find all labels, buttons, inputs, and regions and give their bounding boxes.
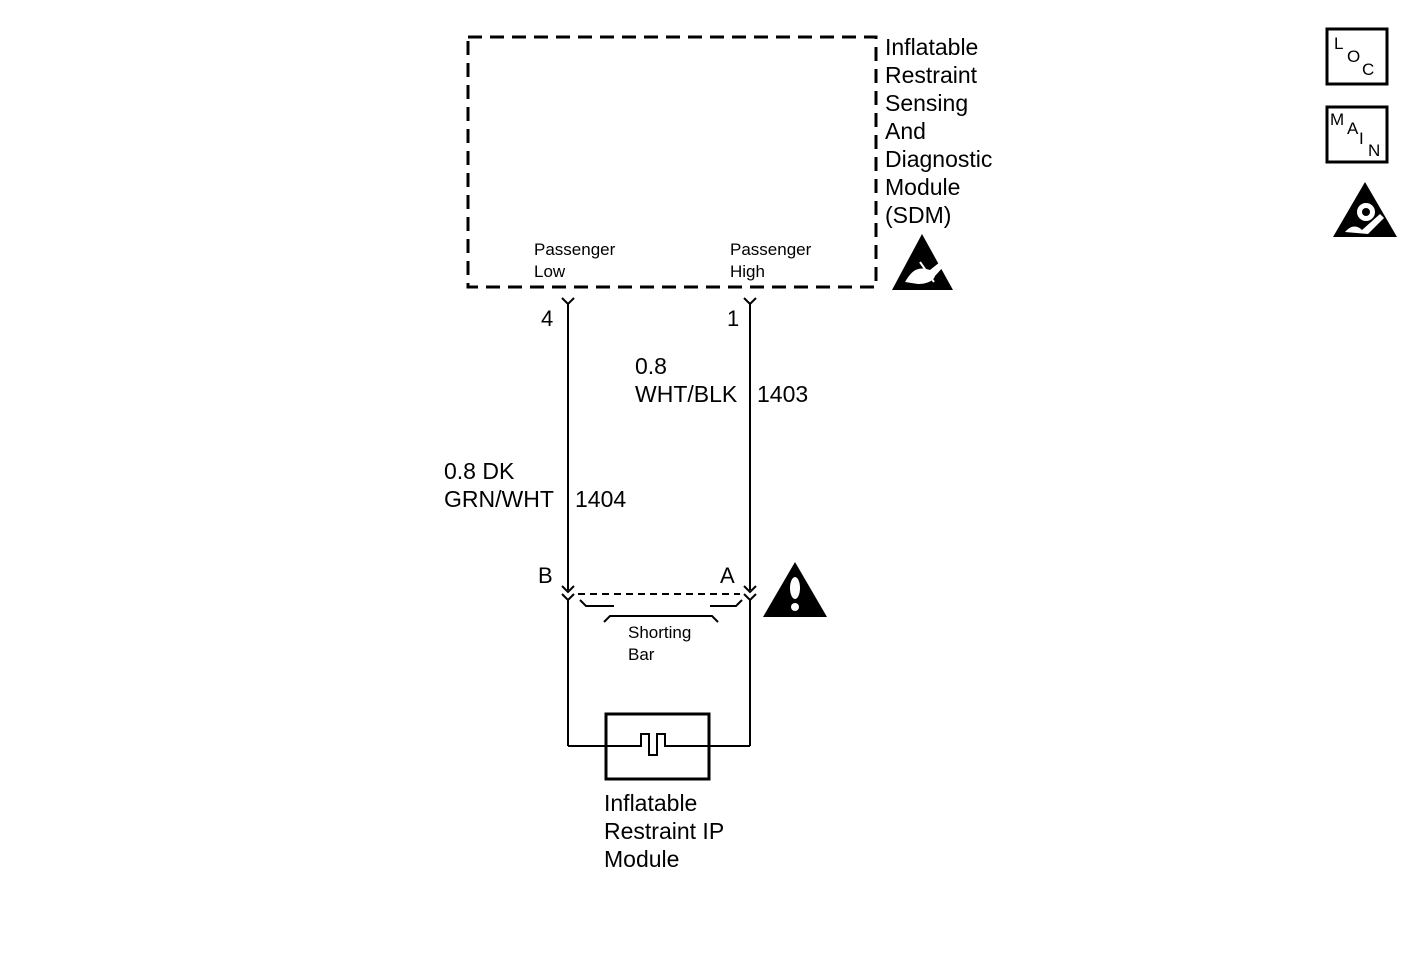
terminal-label-line: Low (534, 262, 566, 281)
pin-a: A (720, 563, 735, 588)
sdm-label-line: Inflatable (885, 34, 979, 60)
shorting-bar-label: Shorting Bar (628, 622, 691, 666)
shorting-bar-label-line: Shorting (628, 623, 692, 642)
sdm-high-terminal (743, 297, 757, 306)
shorting-bar-bracket (603, 615, 719, 623)
sdm-label-line: And (885, 118, 926, 144)
terminal-passenger-high: Passenger High (730, 239, 811, 283)
esd-sensitive-icon (892, 234, 953, 290)
main-letter: N (1368, 141, 1381, 160)
wire-1404-color: GRN/WHT (444, 486, 554, 512)
pin-1: 1 (727, 306, 740, 331)
pin-b: B (538, 563, 553, 588)
sdm-label-line: (SDM) (885, 202, 952, 228)
wire-1403-circuit: 1403 (757, 381, 809, 407)
loc-button[interactable] (1325, 27, 1389, 86)
terminal-passenger-low: Passenger Low (534, 239, 615, 283)
wire-1403-size: 0.8 (635, 353, 667, 379)
sdm-label-line: Restraint (885, 62, 978, 88)
loc-letter: O (1347, 47, 1361, 66)
terminal-label-line: High (730, 262, 765, 281)
shorting-bar (579, 599, 743, 607)
wire-1403-color: WHT/BLK (635, 381, 738, 407)
loc-letter: L (1334, 34, 1344, 53)
main-letter: M (1330, 110, 1345, 129)
loc-letter: C (1362, 60, 1375, 79)
terminal-label-line: Passenger (534, 240, 616, 259)
main-letter: I (1359, 129, 1364, 148)
main-button[interactable] (1325, 105, 1389, 164)
wire-1404-size: 0.8 DK (444, 458, 515, 484)
ip-module-label-line: Module (604, 846, 680, 872)
main-letter: A (1347, 119, 1359, 138)
caution-icon (763, 562, 827, 617)
shorting-bar-label-line: Bar (628, 645, 655, 664)
igniter-symbol (606, 733, 709, 756)
sdm-low-terminal (561, 297, 575, 306)
wire-1404-circuit: 1404 (575, 486, 627, 512)
sdm-label-line: Module (885, 174, 961, 200)
terminal-label-line: Passenger (730, 240, 812, 259)
airbag-icon[interactable] (1333, 182, 1397, 237)
ip-module-label-line: Restraint IP (604, 818, 725, 844)
sdm-box (466, 35, 878, 289)
pin-4: 4 (541, 306, 554, 331)
sdm-label: Inflatable Restraint Sensing And Diagnos… (885, 33, 992, 229)
sdm-label-line: Diagnostic (885, 146, 993, 172)
sdm-label-line: Sensing (885, 90, 969, 116)
ip-module-label-line: Inflatable (604, 790, 698, 816)
ip-module-label: Inflatable Restraint IP Module (604, 789, 724, 873)
